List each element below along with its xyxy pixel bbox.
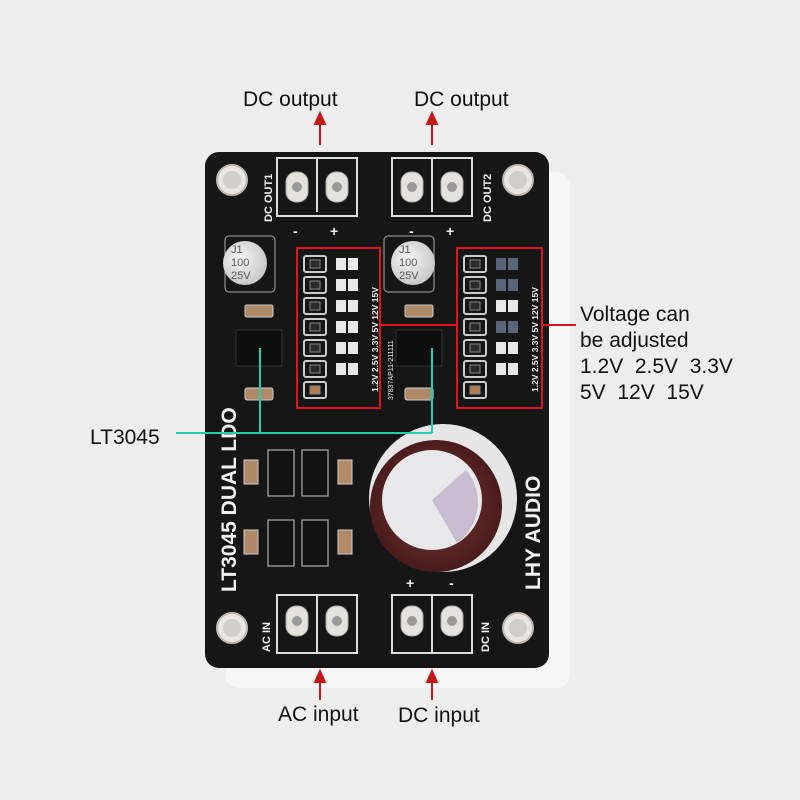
terminal-blocks — [276, 157, 473, 654]
jumper-pad — [336, 258, 346, 270]
jumper-pad — [496, 300, 506, 312]
jumper-pad — [348, 258, 358, 270]
silk-minus-1: - — [293, 223, 298, 239]
jumper-pad — [508, 321, 518, 333]
jumper-pad — [336, 321, 346, 333]
resistor — [309, 343, 321, 353]
resistor — [309, 385, 321, 395]
silk-plus-3: + — [406, 575, 414, 591]
resistor-pad — [303, 339, 327, 357]
arrow-up-dc-output-2 — [425, 110, 439, 145]
arrow-up-dc-output-1 — [313, 110, 327, 145]
voltage-note-line: Voltage can — [580, 303, 690, 326]
jumper-pad — [508, 279, 518, 291]
silk-ac-in: AC IN — [261, 622, 273, 652]
jumper-pad — [336, 279, 346, 291]
small-capacitor-2: J1 100 25V — [383, 235, 435, 293]
silk-minus-3: - — [449, 575, 454, 591]
resistor — [469, 385, 481, 395]
svg-text:25V: 25V — [399, 270, 419, 282]
resistor-pad — [303, 297, 327, 315]
resistor-pad — [303, 318, 327, 336]
svg-text:J1: J1 — [231, 244, 243, 256]
arrow-up-ac-input — [313, 668, 327, 700]
svg-text:100: 100 — [399, 257, 417, 269]
resistor-pad — [463, 318, 487, 336]
resistor — [309, 364, 321, 374]
large-electrolytic-capacitor — [369, 424, 517, 572]
jumper-pad — [496, 342, 506, 354]
dc-input-label: DC input — [398, 704, 480, 727]
jumper-pad — [496, 279, 506, 291]
resistor-pad — [303, 360, 327, 378]
resistor — [309, 301, 321, 311]
silk-dc-in: DC IN — [480, 622, 492, 652]
resistor — [469, 322, 481, 332]
silk-voltages-1: 1.2V 2.5V 3.3V 5V 12V 15V — [370, 287, 380, 392]
resistor-pad — [463, 276, 487, 294]
resistor-pad — [463, 339, 487, 357]
silk-plus-2: + — [446, 223, 454, 239]
jumper-pad — [508, 363, 518, 375]
silk-title: LT3045 DUAL LDO — [218, 407, 241, 592]
svg-text:25V: 25V — [231, 270, 251, 282]
jumper-pad — [336, 300, 346, 312]
silk-plus-1: + — [330, 223, 338, 239]
dc-output-2-label: DC output — [414, 88, 509, 111]
svg-text:J1: J1 — [399, 244, 411, 256]
silk-brand: LHY AUDIO — [522, 476, 545, 590]
resistor-pad — [303, 381, 327, 399]
ac-input-label: AC input — [278, 703, 359, 726]
voltage-note-line: 1.2V 2.5V 3.3V — [580, 355, 733, 378]
jumper-pad — [496, 363, 506, 375]
silk-voltages-2: 1.2V 2.5V 3.3V 5V 12V 15V — [530, 287, 540, 392]
jumper-pad — [508, 342, 518, 354]
resistor — [309, 280, 321, 290]
jumper-pad — [508, 300, 518, 312]
jumper-pad — [336, 363, 346, 375]
silk-minus-2: - — [409, 223, 414, 239]
resistor-pad — [463, 381, 487, 399]
resistor — [469, 259, 481, 269]
resistor — [309, 259, 321, 269]
resistor-jumper-arrays — [303, 255, 518, 399]
jumper-pad — [336, 342, 346, 354]
silk-pcb-code: 37837AP11-211111 — [388, 340, 395, 400]
rectifier-components — [243, 449, 353, 567]
voltage-note-line: be adjusted — [580, 329, 689, 352]
voltage-select-highlight — [296, 247, 576, 409]
silk-dc-out2: DC OUT2 — [482, 174, 494, 222]
resistor — [469, 343, 481, 353]
svg-text:100: 100 — [231, 257, 249, 269]
jumper-pad — [508, 258, 518, 270]
jumper-pad — [496, 321, 506, 333]
resistor — [309, 322, 321, 332]
jumper-pad — [496, 258, 506, 270]
voltage-note-line: 5V 12V 15V — [580, 381, 704, 404]
resistor-pad — [303, 276, 327, 294]
jumper-pad — [348, 279, 358, 291]
resistor-pad — [463, 255, 487, 273]
lt3045-label: LT3045 — [90, 426, 160, 449]
arrow-up-dc-input — [425, 668, 439, 700]
lt3045-leader-lines — [176, 348, 433, 434]
dc-output-1-label: DC output — [243, 88, 338, 111]
voltage-note: Voltage can be adjusted 1.2V 2.5V 3.3V 5… — [580, 302, 733, 406]
resistor — [469, 301, 481, 311]
resistor-pad — [303, 255, 327, 273]
pcb-board — [205, 152, 549, 668]
silk-dc-out1: DC OUT1 — [263, 174, 275, 222]
resistor-pad — [463, 297, 487, 315]
resistor — [469, 364, 481, 374]
resistor — [469, 280, 481, 290]
small-capacitor-1: J1 100 25V — [223, 235, 276, 293]
jumper-pad — [348, 363, 358, 375]
jumper-pad — [348, 321, 358, 333]
jumper-pad — [348, 300, 358, 312]
resistor-pad — [463, 360, 487, 378]
jumper-pad — [348, 342, 358, 354]
